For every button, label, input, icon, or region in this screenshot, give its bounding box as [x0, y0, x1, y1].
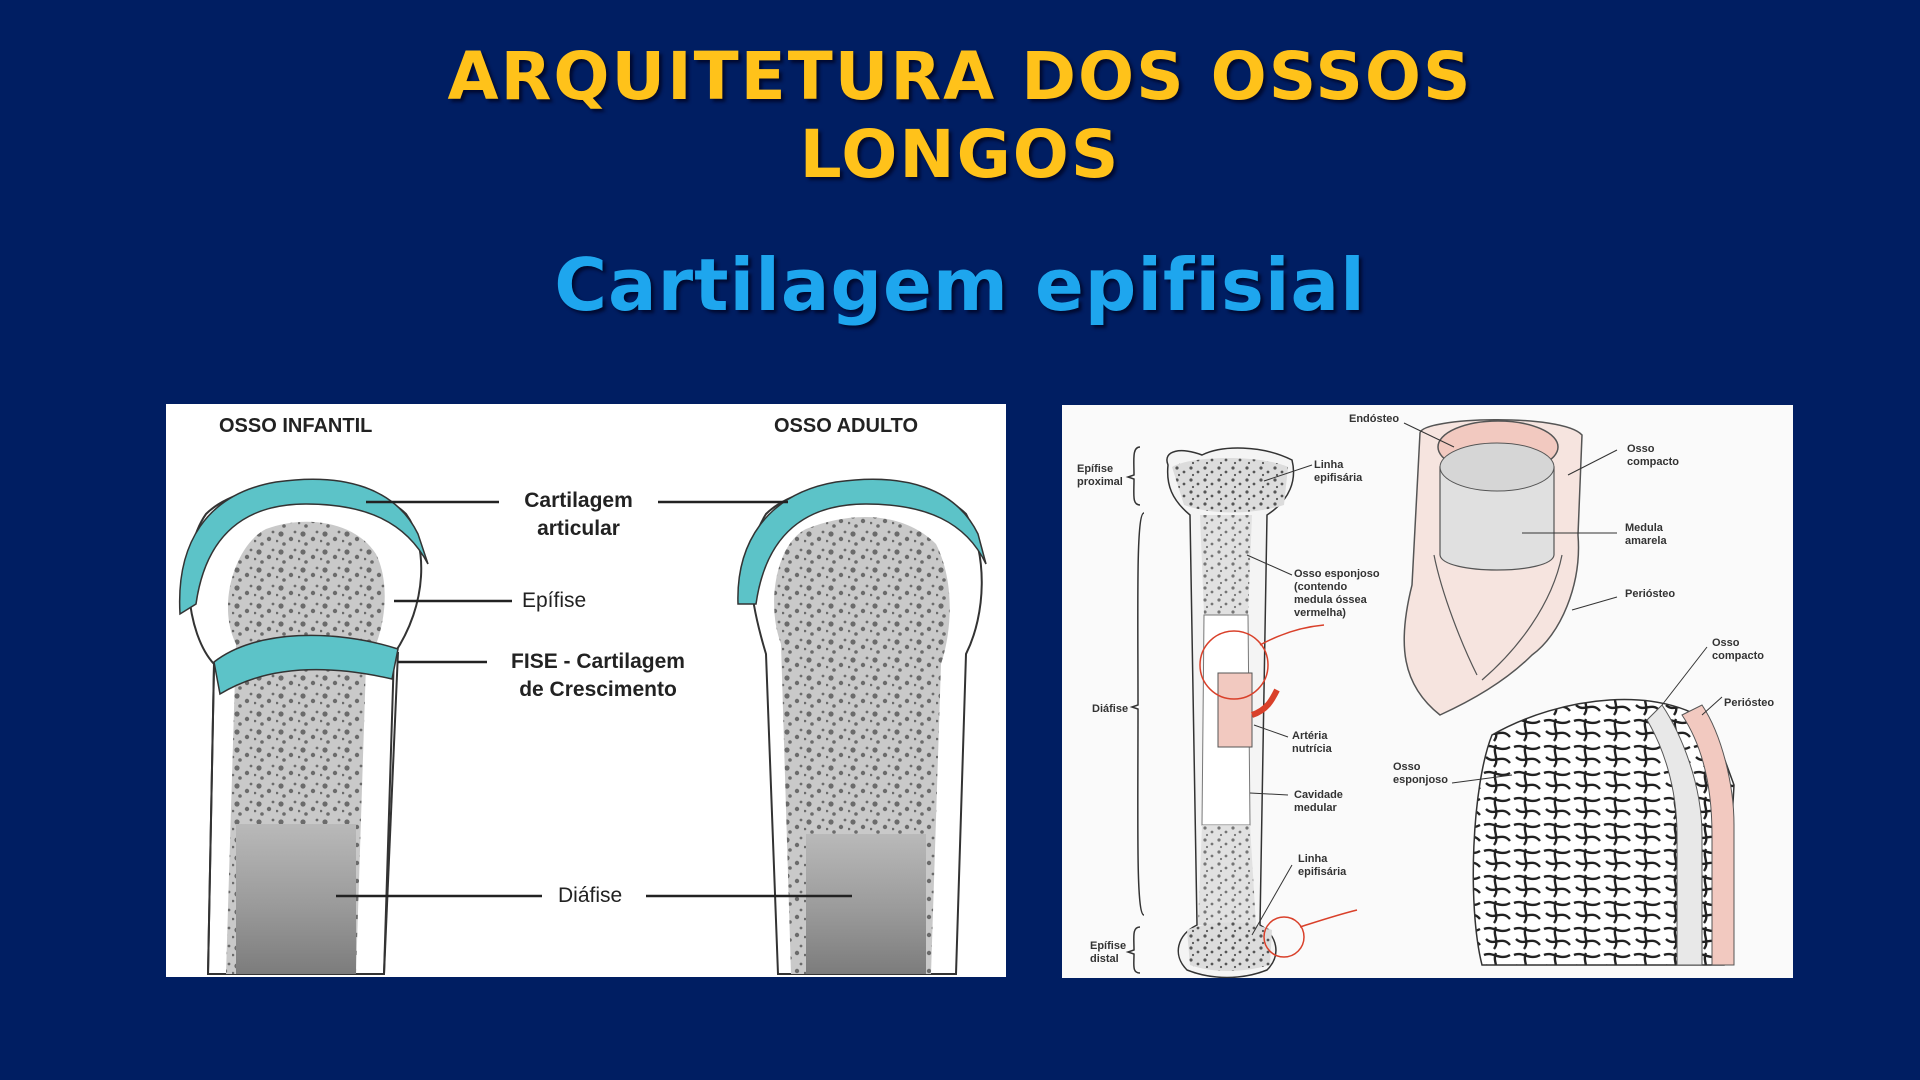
- label-epifise-proximal-line-1: Epífise: [1077, 463, 1114, 475]
- label-linha-top-line-1: Linha: [1314, 459, 1344, 471]
- label-endosteo: Endósteo: [1349, 413, 1400, 425]
- label-fise: FISE - Cartilagem de Crescimento: [492, 648, 704, 704]
- slide-subtitle: Cartilagem epifisial: [554, 243, 1366, 327]
- bone-comparison-figure: OSSO INFANTIL OSSO ADULTO Cartilagem art…: [166, 404, 1006, 977]
- label-osso-compacto-bottom-line-1: Osso: [1712, 637, 1740, 649]
- periosteum-section: [1217, 672, 1253, 748]
- label-osso-compacto-top-line-1: Osso: [1627, 443, 1655, 455]
- label-cartilagem-line-2: articular: [537, 517, 620, 540]
- label-medula-amarela: Medula amarela: [1625, 522, 1667, 548]
- label-linha-bottom-line-2: epifisária: [1298, 866, 1347, 878]
- label-cavidade-line-2: medular: [1294, 802, 1337, 814]
- label-linha-epifisaria-bottom: Linha epifisária: [1298, 853, 1346, 879]
- child-bone-drawing: [178, 478, 429, 975]
- label-fise-line-2: de Crescimento: [519, 678, 677, 701]
- label-fise-line-1: FISE - Cartilagem: [511, 650, 685, 673]
- label-osso-esponjoso-zoom-line-2: esponjoso: [1393, 774, 1449, 786]
- label-cavidade-medular: Cavidade medular: [1294, 789, 1343, 815]
- label-osso-compacto-bottom: Osso compacto: [1712, 637, 1764, 663]
- label-epifise-distal-line-2: distal: [1090, 953, 1119, 965]
- label-cartilagem-articular: Cartilagem articular: [501, 487, 656, 543]
- label-diafise-right: Diáfise: [1092, 703, 1129, 715]
- long-bone-drawing: [1166, 447, 1358, 978]
- bone-comparison-illustration: [178, 478, 987, 975]
- long-bone-anatomy-illustration: [1125, 419, 1735, 978]
- label-epifise-distal: Epífise distal: [1090, 940, 1126, 966]
- child-bone-header: OSSO INFANTIL: [219, 415, 373, 437]
- label-osso-esponjoso-line-4: vermelha): [1294, 607, 1346, 619]
- spongy-bone-zoom: [1472, 698, 1735, 966]
- label-osso-esponjoso-zoom: Osso esponjoso: [1393, 761, 1448, 787]
- label-arteria-nutricia: Artéria nutrícia: [1292, 730, 1332, 756]
- slide-title-line-1: ARQUITETURA DOS OSSOS: [447, 38, 1473, 115]
- label-periosteo-top: Periósteo: [1625, 588, 1676, 600]
- label-osso-compacto-top: Osso compacto: [1627, 443, 1679, 469]
- long-bone-anatomy-figure: Epífise proximal Diáfise Epífise distal …: [1062, 405, 1793, 978]
- label-osso-compacto-top-line-2: compacto: [1627, 456, 1679, 468]
- label-medula-line-2: amarela: [1625, 535, 1667, 547]
- adult-bone-drawing: [737, 478, 987, 975]
- label-arteria-line-2: nutrícia: [1292, 743, 1332, 755]
- adult-bone-header: OSSO ADULTO: [774, 415, 919, 437]
- label-linha-epifisaria-top: Linha epifisária: [1314, 459, 1362, 485]
- nutrient-artery: [1250, 688, 1280, 718]
- child-articular-cartilage: [178, 478, 429, 616]
- label-osso-esponjoso-line-3: medula óssea: [1294, 594, 1367, 606]
- label-epifise-proximal-line-2: proximal: [1077, 476, 1123, 488]
- label-osso-esponjoso-zoom-line-1: Osso: [1393, 761, 1421, 773]
- label-cavidade-line-1: Cavidade: [1294, 789, 1343, 801]
- label-osso-esponjoso-line-1: Osso esponjoso: [1294, 568, 1380, 580]
- slide-title: ARQUITETURA DOS OSSOS LONGOS: [0, 38, 1920, 194]
- label-epifise: Epífise: [522, 589, 587, 612]
- label-linha-top-line-2: epifisária: [1314, 472, 1363, 484]
- label-osso-esponjoso-line-2: (contendo: [1294, 581, 1348, 593]
- child-growth-plate: [213, 634, 399, 696]
- label-medula-line-1: Medula: [1625, 522, 1663, 534]
- label-osso-esponjoso: Osso esponjoso (contendo medula óssea ve…: [1294, 568, 1380, 620]
- label-arteria-line-1: Artéria: [1292, 730, 1328, 742]
- compact-bone-section: [1403, 419, 1583, 716]
- label-periosteo-bottom: Periósteo: [1724, 697, 1775, 709]
- label-epifise-distal-line-1: Epífise: [1090, 940, 1127, 952]
- slide-title-line-2: LONGOS: [799, 116, 1121, 193]
- label-linha-bottom-line-1: Linha: [1298, 853, 1328, 865]
- label-cartilagem-line-1: Cartilagem: [524, 489, 633, 512]
- label-osso-compacto-bottom-line-2: compacto: [1712, 650, 1764, 662]
- label-diafise: Diáfise: [558, 884, 623, 907]
- label-epifise-proximal: Epífise proximal: [1077, 463, 1123, 489]
